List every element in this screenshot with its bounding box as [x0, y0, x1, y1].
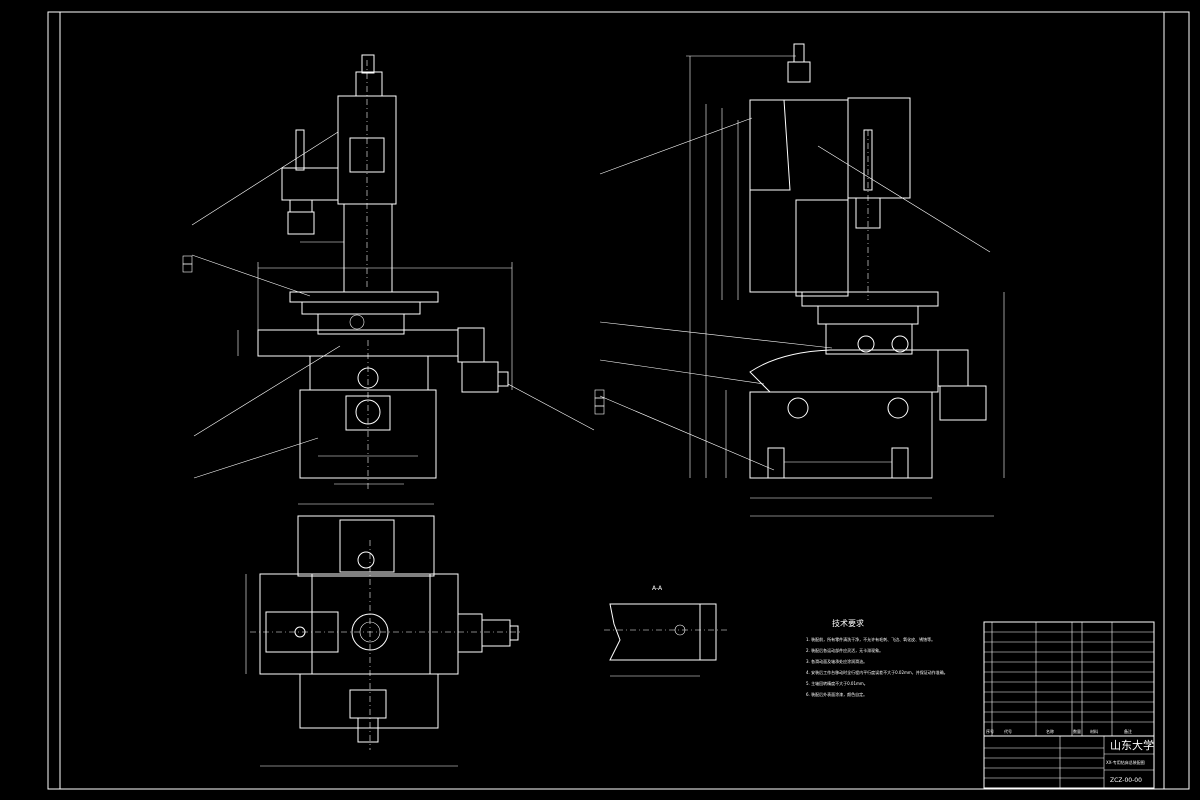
header-code: 代号 [1004, 728, 1012, 734]
tech-item: 2. 装配后各运动部件应灵活，无卡滞现象。 [806, 647, 883, 653]
header-no: 序号 [986, 728, 994, 734]
top-view [245, 503, 520, 767]
tech-item: 3. 各滑动面及轴承处应涂润滑油。 [806, 658, 867, 664]
tech-item: 4. 安装后工作台移动时全行程内平行度误差不大于0.02mm，并保证动作准确。 [806, 669, 948, 675]
technical-requirements: 技术要求 1. 装配前，所有零件清洗干净，不允许有毛刺、飞边、氧化皮、锈蚀等。 … [806, 618, 948, 697]
tech-item: 1. 装配前，所有零件清洗干净，不允许有毛刺、飞边、氧化皮、锈蚀等。 [806, 636, 935, 642]
header-material: 材料 [1090, 728, 1098, 734]
inner-frame [59, 11, 1165, 790]
tech-item: 5. 主轴回转精度不大于0.01mm。 [806, 680, 868, 686]
tech-title: 技术要求 [832, 618, 864, 628]
outer-frame [47, 11, 1190, 790]
drawing-number: ZCZ-00-00 [1110, 777, 1142, 784]
header-qty: 数量 [1073, 728, 1081, 734]
drawing-name: XX-专用钻床总装配图 [1106, 759, 1145, 765]
header-remark: 备注 [1124, 728, 1132, 734]
front-view [182, 54, 595, 490]
tech-item: 6. 装配后外表面涂漆，颜色自定。 [806, 691, 867, 697]
section-a-a: A-A [604, 585, 728, 677]
title-block: 序号 代号 名称 数量 材料 备注 山东大学 XX-专用钻床总装配图 ZCZ-0… [983, 621, 1155, 789]
side-view [594, 43, 1005, 517]
header-name: 名称 [1046, 728, 1054, 734]
school-name: 山东大学 [1110, 738, 1154, 752]
section-label: A-A [652, 585, 663, 592]
